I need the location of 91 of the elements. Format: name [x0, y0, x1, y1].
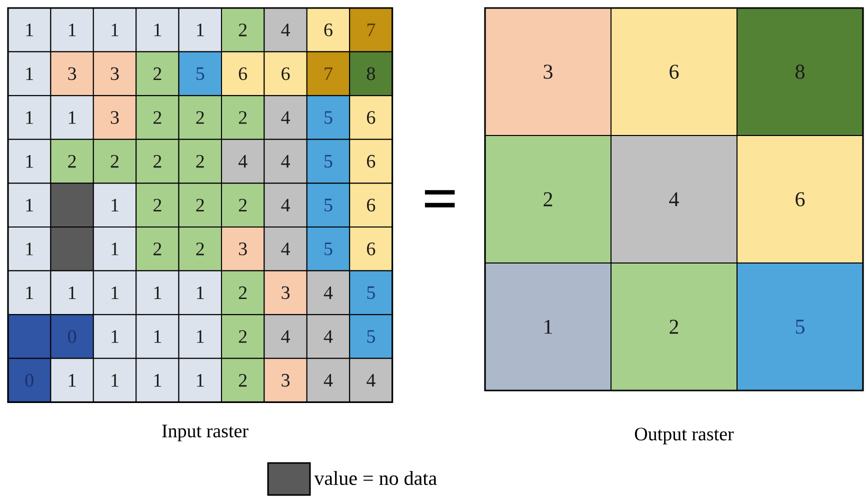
grid-cell: 3 — [484, 8, 612, 136]
caption: Input raster — [162, 424, 248, 442]
grid-cell: 1 — [178, 358, 222, 403]
grid-cell: 1 — [178, 314, 222, 359]
grid-cell: 1 — [92, 226, 137, 272]
grid-cell: 1 — [8, 226, 52, 272]
grid-cell: 6 — [349, 226, 393, 272]
grid-cell: 3 — [92, 95, 137, 140]
grid-cell: 8 — [349, 51, 393, 96]
grid-cell: 5 — [349, 314, 393, 359]
grid-cell: 6 — [264, 51, 308, 96]
grid-cell: 2 — [136, 226, 180, 272]
grid-cell: 0 — [50, 314, 94, 359]
grid-cell: 5 — [306, 182, 350, 228]
grid-cell: 2 — [136, 182, 180, 228]
grid-cell: 1 — [178, 8, 222, 52]
grid-cell: 6 — [349, 182, 393, 228]
grid-cell: 3 — [50, 51, 94, 96]
grid-cell: 5 — [306, 95, 350, 140]
grid-cell: 2 — [178, 182, 222, 228]
grid-cell: 4 — [264, 8, 308, 52]
grid-cell: 1 — [92, 270, 137, 316]
grid-cell: 1 — [136, 358, 180, 403]
grid-cell: 6 — [306, 8, 350, 52]
grid-cell: 4 — [264, 182, 308, 228]
grid-cell: 5 — [306, 138, 350, 184]
grid-cell: 2 — [136, 138, 180, 184]
grid-cell: 4 — [221, 138, 265, 184]
grid-cell: 2 — [221, 182, 265, 228]
legend-label: value = no data — [314, 470, 437, 486]
grid-cell: 1 — [8, 51, 52, 96]
grid-cell: 1 — [92, 314, 137, 359]
grid-cell: 2 — [221, 8, 265, 52]
grid-cell: 2 — [610, 262, 738, 391]
grid-cell: 2 — [221, 270, 265, 316]
grid-cell: 4 — [306, 270, 350, 316]
grid-cell: 1 — [8, 270, 52, 316]
grid-cell: 0 — [8, 358, 52, 403]
grid-cell: 1 — [136, 8, 180, 52]
grid-cell: 5 — [306, 226, 350, 272]
grid-cell: 1 — [8, 138, 52, 184]
grid-cell: 2 — [178, 138, 222, 184]
grid-cell: 1 — [92, 8, 137, 52]
grid-cell: 2 — [136, 95, 180, 140]
grid-cell: 2 — [178, 226, 222, 272]
grid-cell: 1 — [50, 270, 94, 316]
grid-cell: 1 — [92, 182, 137, 228]
grid-cell: 5 — [178, 51, 222, 96]
grid-cell: 4 — [264, 95, 308, 140]
grid-cell: 1 — [136, 314, 180, 359]
grid-cell: 8 — [736, 8, 864, 136]
equals-sign: = — [424, 190, 455, 208]
grid-cell: 2 — [484, 135, 612, 264]
grid-cell: 2 — [221, 358, 265, 403]
grid-cell: 2 — [50, 138, 94, 184]
grid-cell: 1 — [8, 8, 52, 52]
grid-cell: 3 — [264, 358, 308, 403]
grid-cell: 6 — [610, 8, 738, 136]
grid-cell: 6 — [221, 51, 265, 96]
grid-cell: 3 — [92, 51, 137, 96]
grid-cell: 6 — [736, 135, 864, 264]
grid-cell: 3 — [221, 226, 265, 272]
grid-cell: 2 — [178, 95, 222, 140]
grid-cell: 4 — [349, 358, 393, 403]
grid-cell: 2 — [221, 314, 265, 359]
grid-cell: 1 — [484, 262, 612, 391]
grid-cell: 3 — [264, 270, 308, 316]
grid-cell: 1 — [8, 182, 52, 228]
grid-cell: 1 — [136, 270, 180, 316]
grid-cell: 7 — [306, 51, 350, 96]
grid-cell: 4 — [306, 314, 350, 359]
grid-cell: 5 — [349, 270, 393, 316]
grid-cell: 1 — [50, 8, 94, 52]
grid-cell: 5 — [736, 262, 864, 391]
grid-cell: 2 — [136, 51, 180, 96]
caption: Output raster — [634, 428, 734, 444]
grid-cell: 4 — [264, 138, 308, 184]
grid-cell: 1 — [8, 95, 52, 140]
grid-cell: 4 — [610, 135, 738, 264]
grid-cell: 4 — [306, 358, 350, 403]
grid-cell: 1 — [178, 270, 222, 316]
grid-cell: 6 — [349, 138, 393, 184]
grid-cell: 7 — [349, 8, 393, 52]
grid-cell: 4 — [264, 314, 308, 359]
grid-cell: 2 — [92, 138, 137, 184]
grid-cell: 6 — [349, 95, 393, 140]
grid-cell: 2 — [221, 95, 265, 140]
grid-cell: 1 — [50, 358, 94, 403]
grid-cell: 4 — [264, 226, 308, 272]
grid-cell: 1 — [50, 95, 94, 140]
grid-cell: 1 — [92, 358, 137, 403]
